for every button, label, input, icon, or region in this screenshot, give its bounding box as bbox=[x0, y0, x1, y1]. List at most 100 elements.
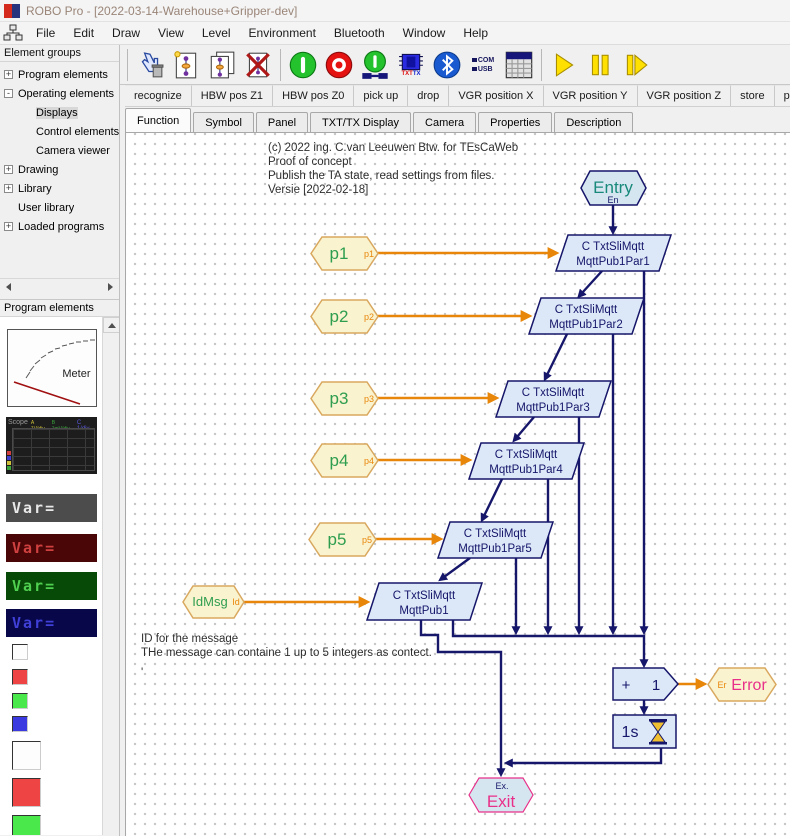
tree-item-displays[interactable]: Displays bbox=[36, 106, 78, 119]
param-p3[interactable]: p3 p3 bbox=[310, 381, 379, 416]
comment-copyright[interactable]: (c) 2022 ing. C.van Leeuwen Btw. for TEs… bbox=[268, 142, 518, 196]
expand-icon[interactable]: + bbox=[4, 69, 13, 79]
play-icon bbox=[555, 52, 574, 77]
param-p1[interactable]: p1 p1 bbox=[310, 236, 379, 271]
menu-environment[interactable]: Environment bbox=[248, 26, 316, 40]
tab-vgr-position-z[interactable]: VGR position Z bbox=[637, 85, 732, 106]
step-next-button[interactable] bbox=[618, 47, 654, 83]
param-p2[interactable]: p2 p2 bbox=[310, 299, 379, 334]
tree-item-control-elements[interactable]: Control elements bbox=[36, 125, 119, 138]
block-mqttpub1par2[interactable]: C TxtSliMqtt MqttPub1Par2 bbox=[527, 297, 646, 335]
text-display-gray-element[interactable]: Var= bbox=[6, 494, 97, 522]
tab-camera[interactable]: Camera bbox=[413, 112, 477, 132]
lamp-small-red-element[interactable] bbox=[12, 669, 28, 685]
menu-view[interactable]: View bbox=[158, 26, 184, 40]
svg-text:Ex.: Ex. bbox=[495, 781, 508, 791]
lamp-small-blue-element[interactable] bbox=[12, 716, 28, 732]
menu-edit[interactable]: Edit bbox=[73, 26, 95, 40]
svg-text:p4: p4 bbox=[330, 451, 349, 470]
expand-icon[interactable]: + bbox=[4, 183, 13, 193]
tab-vgr-position-x[interactable]: VGR position X bbox=[449, 85, 544, 106]
block-mqttpub1[interactable]: C TxtSliMqtt MqttPub1 bbox=[365, 582, 484, 621]
block-mqttpub1par3[interactable]: C TxtSliMqtt MqttPub1Par3 bbox=[494, 380, 613, 418]
text-display-red-element[interactable]: Var= bbox=[6, 534, 97, 562]
copy-program-icon bbox=[210, 51, 235, 78]
txt-tx-mode-button[interactable]: TXTTX bbox=[393, 47, 429, 83]
entry-element[interactable]: Entry En bbox=[580, 170, 647, 206]
tab-drop[interactable]: drop bbox=[408, 85, 450, 106]
bluetooth-button[interactable] bbox=[429, 47, 465, 83]
window-title: ROBO Pro - [2022-03-14-Warehouse+Gripper… bbox=[26, 3, 298, 18]
stop-program-button[interactable] bbox=[321, 47, 357, 83]
start-program-button[interactable] bbox=[285, 47, 321, 83]
param-p4[interactable]: p4 p4 bbox=[310, 443, 379, 478]
text-display-green-element[interactable]: Var= bbox=[6, 572, 97, 600]
tab-store[interactable]: store bbox=[731, 85, 775, 106]
tree-item-user-library[interactable]: User library bbox=[18, 201, 75, 214]
block-mqttpub1par4[interactable]: C TxtSliMqtt MqttPub1Par4 bbox=[467, 442, 586, 480]
tab-hbw-pos-z1[interactable]: HBW pos Z1 bbox=[191, 85, 274, 106]
copy-program-button[interactable] bbox=[204, 47, 240, 83]
step-pause-button[interactable] bbox=[582, 47, 618, 83]
block-mqttpub1par1[interactable]: C TxtSliMqtt MqttPub1Par1 bbox=[554, 234, 673, 272]
text-display-blue-element[interactable]: Var= bbox=[6, 609, 97, 637]
menu-level[interactable]: Level bbox=[201, 26, 231, 40]
tree-item-operating-elements[interactable]: -Operating elements bbox=[0, 84, 119, 103]
com-usb-button[interactable]: COM USB bbox=[465, 47, 501, 83]
lamp-small-white-element[interactable] bbox=[12, 644, 28, 660]
tree-item-camera-viewer[interactable]: Camera viewer bbox=[36, 144, 110, 157]
lamp-large-white-element[interactable] bbox=[12, 741, 41, 770]
expand-icon[interactable]: + bbox=[4, 221, 13, 231]
expand-icon[interactable]: + bbox=[4, 164, 13, 174]
menu-file[interactable]: File bbox=[36, 26, 56, 40]
lamp-large-green-element[interactable] bbox=[12, 815, 41, 835]
tab-description[interactable]: Description bbox=[554, 112, 634, 132]
param-idmsg[interactable]: IdMsg Id bbox=[182, 585, 245, 619]
tree-item-library[interactable]: +Library bbox=[4, 182, 52, 195]
tree-item-drawing[interactable]: +Drawing bbox=[4, 163, 59, 176]
interface-test-button[interactable] bbox=[501, 47, 537, 83]
tree-item-program-elements[interactable]: +Program elements bbox=[4, 68, 108, 81]
tab-vgr-position-y[interactable]: VGR position Y bbox=[543, 85, 638, 106]
tree-item-loaded-programs[interactable]: +Loaded programs bbox=[4, 220, 105, 233]
exit-element[interactable]: Ex. Exit bbox=[468, 777, 534, 813]
tab-properties[interactable]: Properties bbox=[478, 112, 553, 132]
tab-provide[interactable]: provide bbox=[774, 85, 790, 106]
lamp-small-green-element[interactable] bbox=[12, 693, 28, 709]
step-play-button[interactable] bbox=[546, 47, 582, 83]
tab-symbol[interactable]: Symbol bbox=[193, 112, 254, 132]
start-online-button[interactable] bbox=[357, 47, 393, 83]
tab-panel[interactable]: Panel bbox=[255, 112, 309, 132]
scroll-left-button[interactable] bbox=[0, 279, 17, 295]
delete-element-button[interactable] bbox=[132, 47, 168, 83]
new-program-button[interactable] bbox=[168, 47, 204, 83]
scroll-up-button[interactable] bbox=[103, 317, 119, 333]
tab-pick-up[interactable]: pick up bbox=[354, 85, 409, 106]
comment-message-id[interactable]: ID for the message THe message can conta… bbox=[141, 633, 432, 679]
svg-text:IdMsg: IdMsg bbox=[192, 594, 227, 609]
error-output-element[interactable]: Er Error bbox=[707, 667, 777, 702]
collapse-icon[interactable]: - bbox=[4, 89, 13, 98]
program-canvas[interactable]: (c) 2022 ing. C.van Leeuwen Btw. for TEs… bbox=[125, 132, 790, 836]
increment-block[interactable]: + 1 bbox=[612, 667, 679, 701]
lamp-large-red-element[interactable] bbox=[12, 778, 41, 807]
scope-display-element[interactable]: Scope A 1V/div B 1mV/div C 1/div bbox=[6, 417, 97, 474]
meter-display-element[interactable]: Meter bbox=[6, 329, 97, 407]
tab-function[interactable]: Function bbox=[125, 108, 192, 132]
tab-recognize[interactable]: recognize bbox=[125, 85, 192, 106]
program-elements-scrollbar[interactable] bbox=[102, 317, 119, 835]
tree-horizontal-scrollbar[interactable] bbox=[0, 278, 119, 295]
param-p5[interactable]: p5 p5 bbox=[308, 522, 377, 557]
txt-tx-label: TXTTX bbox=[401, 70, 421, 77]
delay-block[interactable]: 1s bbox=[612, 714, 677, 749]
scroll-right-button[interactable] bbox=[102, 279, 119, 295]
block-mqttpub1par5[interactable]: C TxtSliMqtt MqttPub1Par5 bbox=[436, 521, 555, 559]
menu-draw[interactable]: Draw bbox=[112, 26, 141, 40]
menu-bluetooth[interactable]: Bluetooth bbox=[333, 26, 385, 40]
tab-txt-tx-display[interactable]: TXT/TX Display bbox=[310, 112, 412, 132]
delete-program-button[interactable] bbox=[240, 47, 276, 83]
menu-window[interactable]: Window bbox=[402, 26, 446, 40]
tab-hbw-pos-z0[interactable]: HBW pos Z0 bbox=[273, 85, 355, 106]
hand-delete-icon bbox=[141, 51, 164, 77]
menu-help[interactable]: Help bbox=[463, 26, 488, 40]
